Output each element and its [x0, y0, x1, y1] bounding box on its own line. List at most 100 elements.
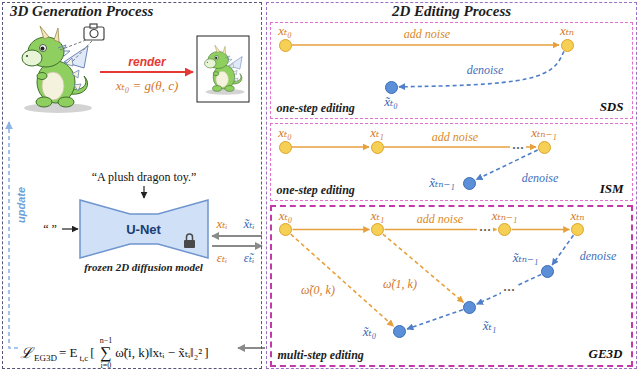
output-arrow: [212, 245, 262, 247]
latent-dot: xₜₙ₋₁: [538, 141, 551, 154]
method-panel: multi-step editing GE3D xₜ₀ xₜ₁ xₜₙ₋₁ xₜₙ x̃ₜₙ…: [270, 205, 633, 367]
process-panel: 2D Editing Process one-step editing SDS xₜ₀…: [266, 2, 637, 369]
latent-dot: xₜₙ: [571, 223, 584, 236]
lock-icon: [184, 240, 195, 248]
bracket: [: [90, 346, 94, 360]
variable-label: xₜ₀: [279, 209, 293, 223]
dragon-model: [22, 26, 92, 113]
variable-label: xₜ₁: [370, 126, 384, 140]
variable-label: xₜₙ: [570, 209, 584, 223]
loss-subscript: EG3D: [34, 353, 57, 363]
edge-label: add noise: [404, 27, 450, 41]
edge-label: denoise: [580, 249, 617, 263]
predicted-noise-symbol: ε̃ₜᵢ: [244, 251, 254, 265]
loss-arrow: [238, 347, 265, 349]
unet-model: U-Netfrozen 2D diffusion model: [80, 200, 208, 258]
method-name: GE3D: [589, 346, 623, 361]
output-symbol: x̃ₜᵢ: [243, 217, 254, 231]
unet-outline: [80, 200, 208, 258]
method-panel: one-step editingSDSxₜ₀xₜₙx̃ₜ₀: [270, 22, 633, 119]
bracket: ]: [204, 346, 208, 360]
rendered-view: [197, 36, 249, 102]
rendered-view: [197, 36, 249, 102]
dragon-model: [22, 26, 92, 113]
camera-icon: [84, 24, 104, 40]
variable-label: x̃ₜₙ₋₁: [429, 176, 455, 190]
render-label: render: [128, 55, 165, 69]
loss-symbol: ℒ: [20, 346, 32, 360]
sum-sign: ∑: [100, 345, 111, 361]
method-caption: multi-step editing: [278, 348, 364, 362]
variable-label: xₜ₁: [371, 209, 385, 223]
input-arrow: [212, 235, 262, 237]
lock-icon: [186, 234, 192, 240]
edge-label: ω̃(0, k): [301, 283, 335, 297]
variable-label: x̃ₜₙ₋₁: [513, 251, 539, 265]
expectation: = E: [59, 346, 78, 360]
panel-title: 2D Editing Process: [392, 3, 511, 20]
edge-label: add noise: [417, 212, 463, 226]
prompt-arrow: [143, 186, 144, 198]
sum-stack: n−1∑i=0: [100, 336, 113, 370]
latent-dot: xₜₙ₋₁: [498, 223, 511, 236]
render-equation: xₜ₀ = g(θ, c): [116, 79, 179, 93]
sum-lower: i=0: [101, 361, 112, 370]
noise-symbol: εₜᵢ: [217, 251, 227, 265]
camera-icon: [90, 24, 97, 28]
latent-dot: xₜ₀: [279, 39, 292, 52]
variable-label: x̃ₜ₀: [363, 325, 377, 339]
flow-arrow: [384, 146, 536, 148]
latent-dot: xₜ₁: [371, 223, 384, 236]
flow-arrow: [476, 150, 537, 180]
edge-label: ω̃(1, k): [383, 277, 417, 291]
model-caption: frozen 2D diffusion model: [84, 261, 203, 274]
latent-dot: xₜ₀: [279, 223, 292, 236]
render-arrow: [100, 71, 193, 73]
method-name: SDS: [600, 99, 624, 114]
ellipsis: ···: [501, 283, 517, 297]
flow-arrow: [512, 229, 570, 231]
method-caption: one-step editing: [277, 101, 355, 115]
edge-label: denoise: [467, 63, 504, 77]
flow-arrow: [291, 234, 394, 326]
sum-upper: n−1: [100, 336, 113, 345]
update-label: update: [14, 187, 28, 223]
unet-shape: [80, 200, 208, 258]
latent-dot: x̃ₜ₀: [393, 325, 406, 338]
panel-title: 3D Generation Process: [10, 3, 153, 20]
method-name: ISM: [600, 181, 624, 196]
latent-dot: xₜ₁: [371, 141, 384, 154]
method-panel: one-step editing ISM xₜ₀ xₜ₁ xₜₙ₋₁ x̃ₜₙ₋₁: [270, 123, 633, 201]
ellipsis: ···: [510, 141, 526, 155]
empty-prompt: “ ”: [43, 222, 57, 236]
method-caption: one-step editing: [277, 183, 355, 197]
latent-dot: x̃ₜ₁: [463, 301, 476, 314]
process-panel: 3D Generation ProcessU-Netfrozen 2D diff…: [2, 2, 262, 369]
flow-arrow: [477, 274, 541, 304]
camera-icon: [84, 27, 104, 40]
latent-dot: x̃ₜₙ₋₁: [541, 265, 554, 278]
variable-label: xₜₙ: [560, 24, 574, 38]
text-prompt: “A plush dragon toy.”: [92, 170, 197, 184]
latent-dot: x̃ₜₙ₋₁: [463, 177, 476, 190]
variable-label: xₜ₀: [278, 126, 292, 140]
update-arrow: [9, 122, 18, 348]
loss-formula: ℒEG3D= Et,c[n−1∑i=0ω̃(i, k)‖xₜᵢ − x̃ₜᵢ‖₂…: [20, 336, 211, 370]
flow-arrow: [383, 234, 464, 302]
edge-label: denoise: [522, 171, 559, 185]
model-name: U-Net: [126, 221, 161, 236]
latent-dot: xₜ₀: [279, 141, 292, 154]
flow-arrow: [407, 310, 463, 329]
flow-arrow: [385, 229, 497, 231]
flow-arrow: [292, 44, 559, 46]
camera-icon: [90, 30, 98, 38]
rendered-view: [205, 45, 245, 95]
flow-arrow: [293, 229, 370, 231]
ellipsis: ···: [477, 223, 493, 237]
